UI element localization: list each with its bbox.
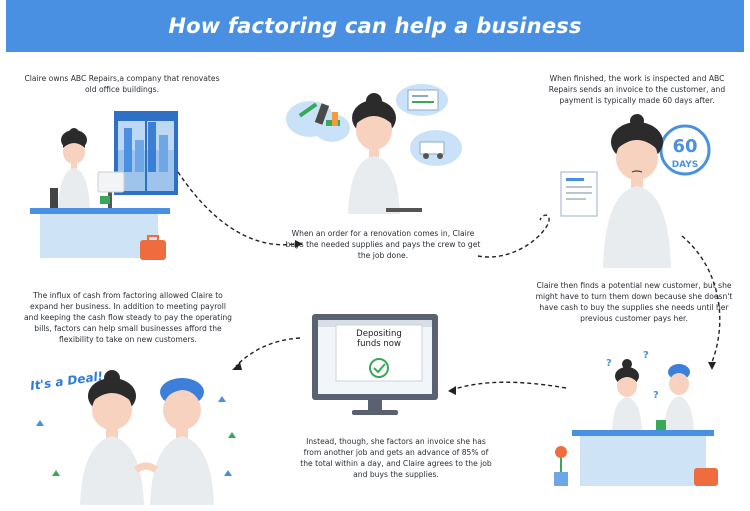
sixty-badge-unit: DAYS [671, 160, 699, 170]
flow-arrows [177, 171, 721, 391]
monitor-message: Depositing funds now [338, 329, 420, 349]
step4-text: Claire then finds a potential new custom… [535, 281, 733, 323]
step2-text: When an order for a renovation comes in,… [285, 229, 481, 260]
arrowheads [232, 240, 716, 395]
scene5-monitor [312, 314, 438, 415]
title-banner: How factoring can help a business [6, 0, 744, 52]
arrow-1-to-2 [177, 171, 296, 246]
scene6-deal [36, 370, 236, 505]
step6-text: The influx of cash from factoring allowe… [23, 291, 232, 344]
question-mark-lower: ? [653, 390, 659, 401]
arrow-2-to-3 [477, 214, 550, 258]
monitor-line-2: funds now [357, 339, 401, 349]
scene3-invoice [560, 114, 711, 268]
arrow-4-to-5 [451, 381, 567, 391]
step5-text: Instead, though, she factors an invoice … [300, 437, 492, 479]
sixty-badge-number: 60 [672, 136, 698, 157]
arrow-3-to-4 [681, 235, 721, 363]
arrow-5-to-6 [235, 337, 301, 367]
monitor-line-1: Depositing [356, 329, 402, 339]
page-title: How factoring can help a business [168, 14, 582, 38]
step1-text: Claire owns ABC Repairs,a company that r… [24, 74, 220, 94]
question-mark-right: ? [643, 350, 649, 361]
step3-text: When finished, the work is inspected and… [548, 74, 726, 105]
scene1-office [30, 111, 178, 260]
scene2-supplies [286, 84, 462, 214]
question-mark-left: ? [606, 358, 612, 369]
scene4-new-customer [554, 359, 718, 486]
